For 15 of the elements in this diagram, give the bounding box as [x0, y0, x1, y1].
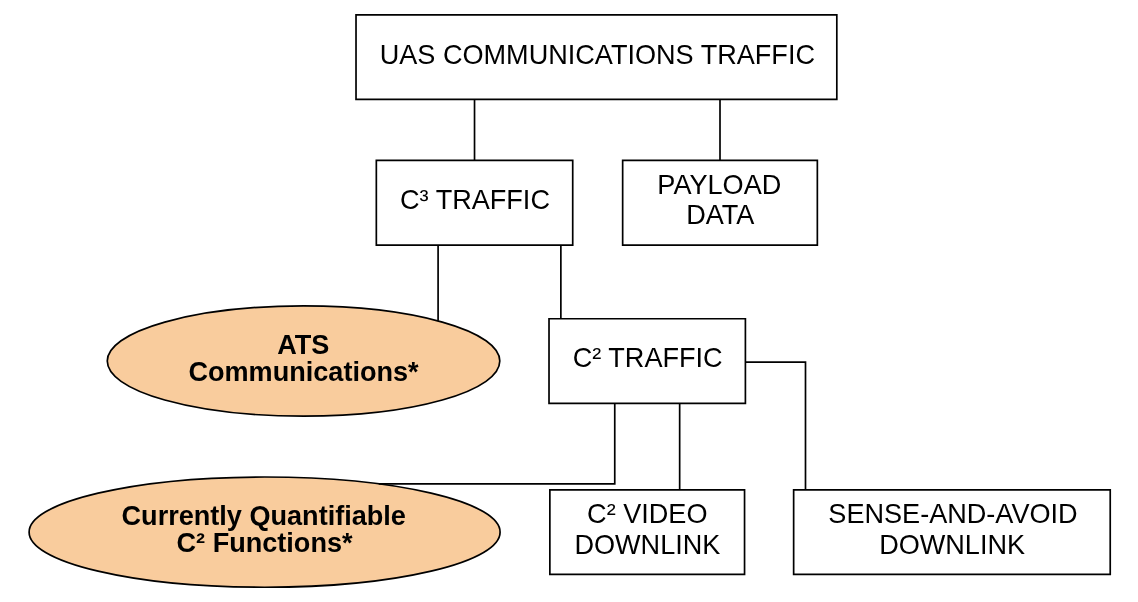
- node-box: PAYLOAD DATA: [621, 159, 818, 246]
- connector: [436, 244, 439, 322]
- connector: [744, 361, 806, 491]
- connector: [718, 99, 721, 161]
- node-box: C² VIDEO DOWNLINK: [548, 488, 745, 576]
- node-ellipse: ATS Communications*: [105, 305, 501, 417]
- connector: [377, 403, 616, 485]
- node-box: UAS COMMUNICATIONS TRAFFIC: [354, 13, 838, 101]
- node-ellipse: Currently Quantifiable C² Functions*: [27, 476, 501, 589]
- connector: [559, 244, 562, 320]
- node-box: SENSE-AND-AVOID DOWNLINK: [792, 488, 1111, 576]
- node-box: C² TRAFFIC: [547, 317, 746, 405]
- connector: [473, 99, 475, 161]
- node-box: C³ TRAFFIC: [375, 159, 574, 246]
- connector: [678, 402, 680, 491]
